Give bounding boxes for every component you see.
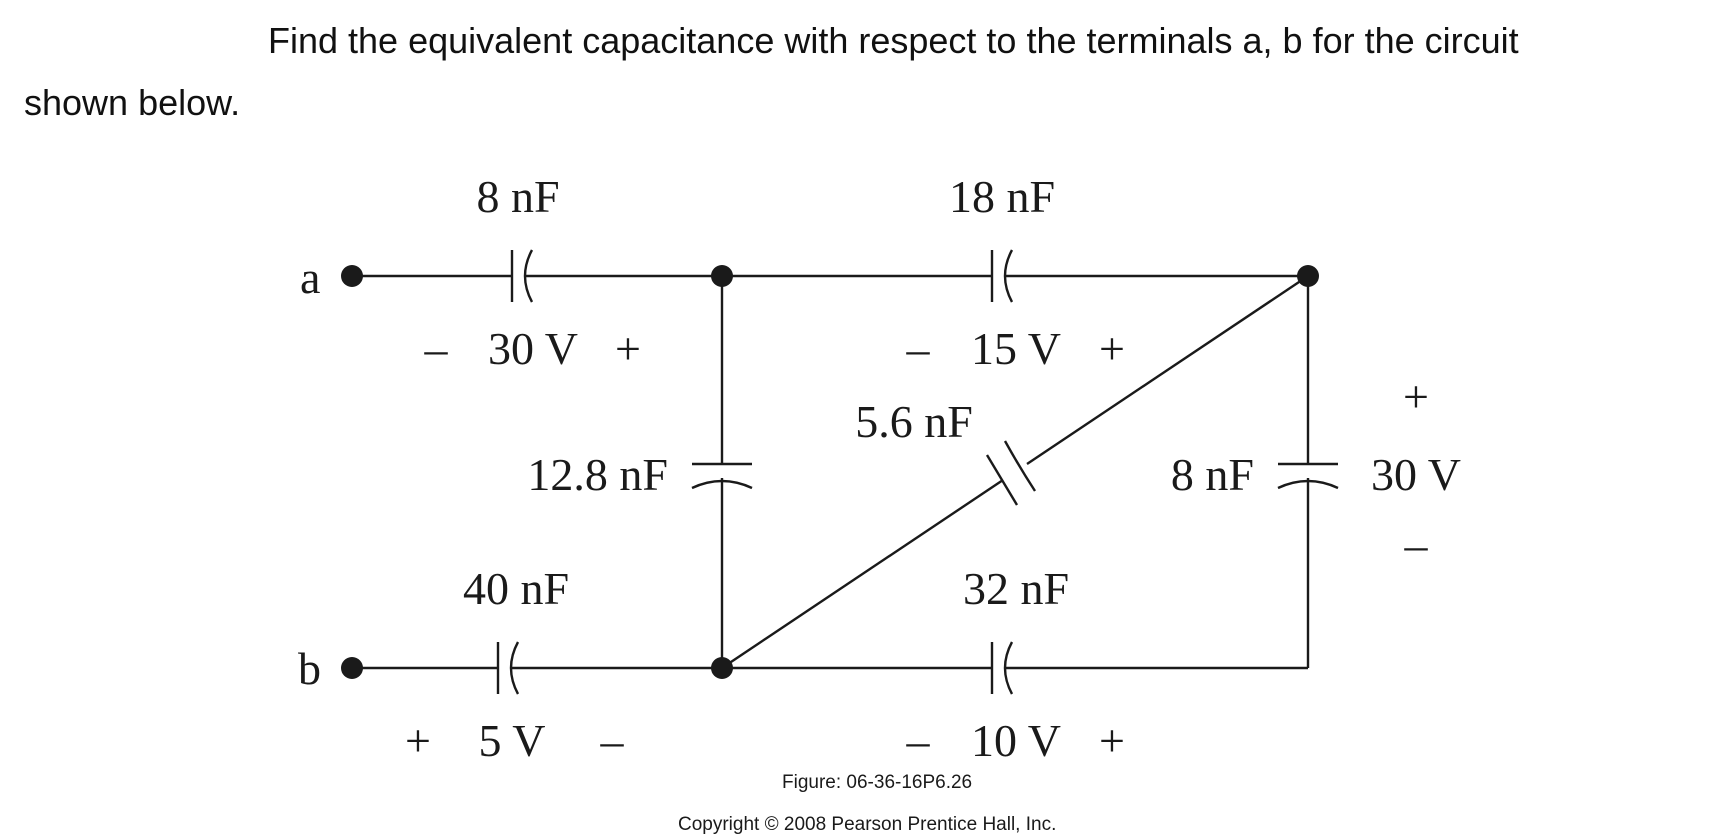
capacitor-40nF-voltage: 5 V [479,715,546,766]
capacitor-32nF-plus-sign: + [1099,715,1125,766]
figure-copyright: Copyright © 2008 Pearson Prentice Hall, … [678,814,1056,835]
capacitor-18nF-voltage: 15 V [971,323,1061,374]
capacitor-40nF-value: 40 nF [463,563,569,614]
capacitor-18nF-symbol [990,249,1014,303]
capacitor-12.8nF-value: 12.8 nF [527,449,668,500]
terminal-a-label: a [300,252,320,303]
junction-node-bottom-middle [711,657,733,679]
capacitor-18nF-plus-sign: + [1099,323,1125,374]
capacitor-5.6nF-symbol [985,440,1037,506]
problem-statement-line-1: Find the equivalent capacitance with res… [268,20,1519,61]
capacitor-8nF-top-minus-sign: – [424,323,449,374]
capacitor-40nF-symbol [496,641,520,695]
capacitor-8nF-top-voltage: 30 V [488,323,578,374]
capacitor-18nF-value: 18 nF [949,171,1055,222]
capacitor-8nF-right-voltage: 30 V [1371,449,1461,500]
capacitor-18nF-minus-sign: – [906,323,931,374]
capacitor-8nF-top-value: 8 nF [476,171,559,222]
figure-caption: Figure: 06-36-16P6.26 [782,772,972,793]
capacitor-8nF-right-plus-sign: + [1403,371,1429,422]
capacitor-32nF-voltage: 10 V [971,715,1061,766]
capacitor-8nF-right-value: 8 nF [1171,449,1254,500]
capacitor-32nF-minus-sign: – [906,715,931,766]
terminal-b-label: b [298,643,321,694]
junction-node-top-middle [711,265,733,287]
capacitor-12.8nF-symbol [691,462,753,490]
capacitor-40nF-minus-sign: – [600,715,625,766]
capacitor-8nF-right-minus-sign: – [1404,519,1429,570]
junction-node-top-right [1297,265,1319,287]
capacitor-8nF-top-plus-sign: + [615,323,641,374]
capacitor-32nF-symbol [990,641,1014,695]
capacitor-40nF-plus-sign: + [405,715,431,766]
capacitor-8nF-top-symbol [510,249,534,303]
diagonal-wire [721,275,1309,669]
capacitor-32nF-value: 32 nF [963,563,1069,614]
capacitor-8nF-right-symbol [1277,462,1339,490]
problem-statement-line-2: shown below. [24,82,241,123]
capacitor-5.6nF-value: 5.6 nF [855,396,973,447]
